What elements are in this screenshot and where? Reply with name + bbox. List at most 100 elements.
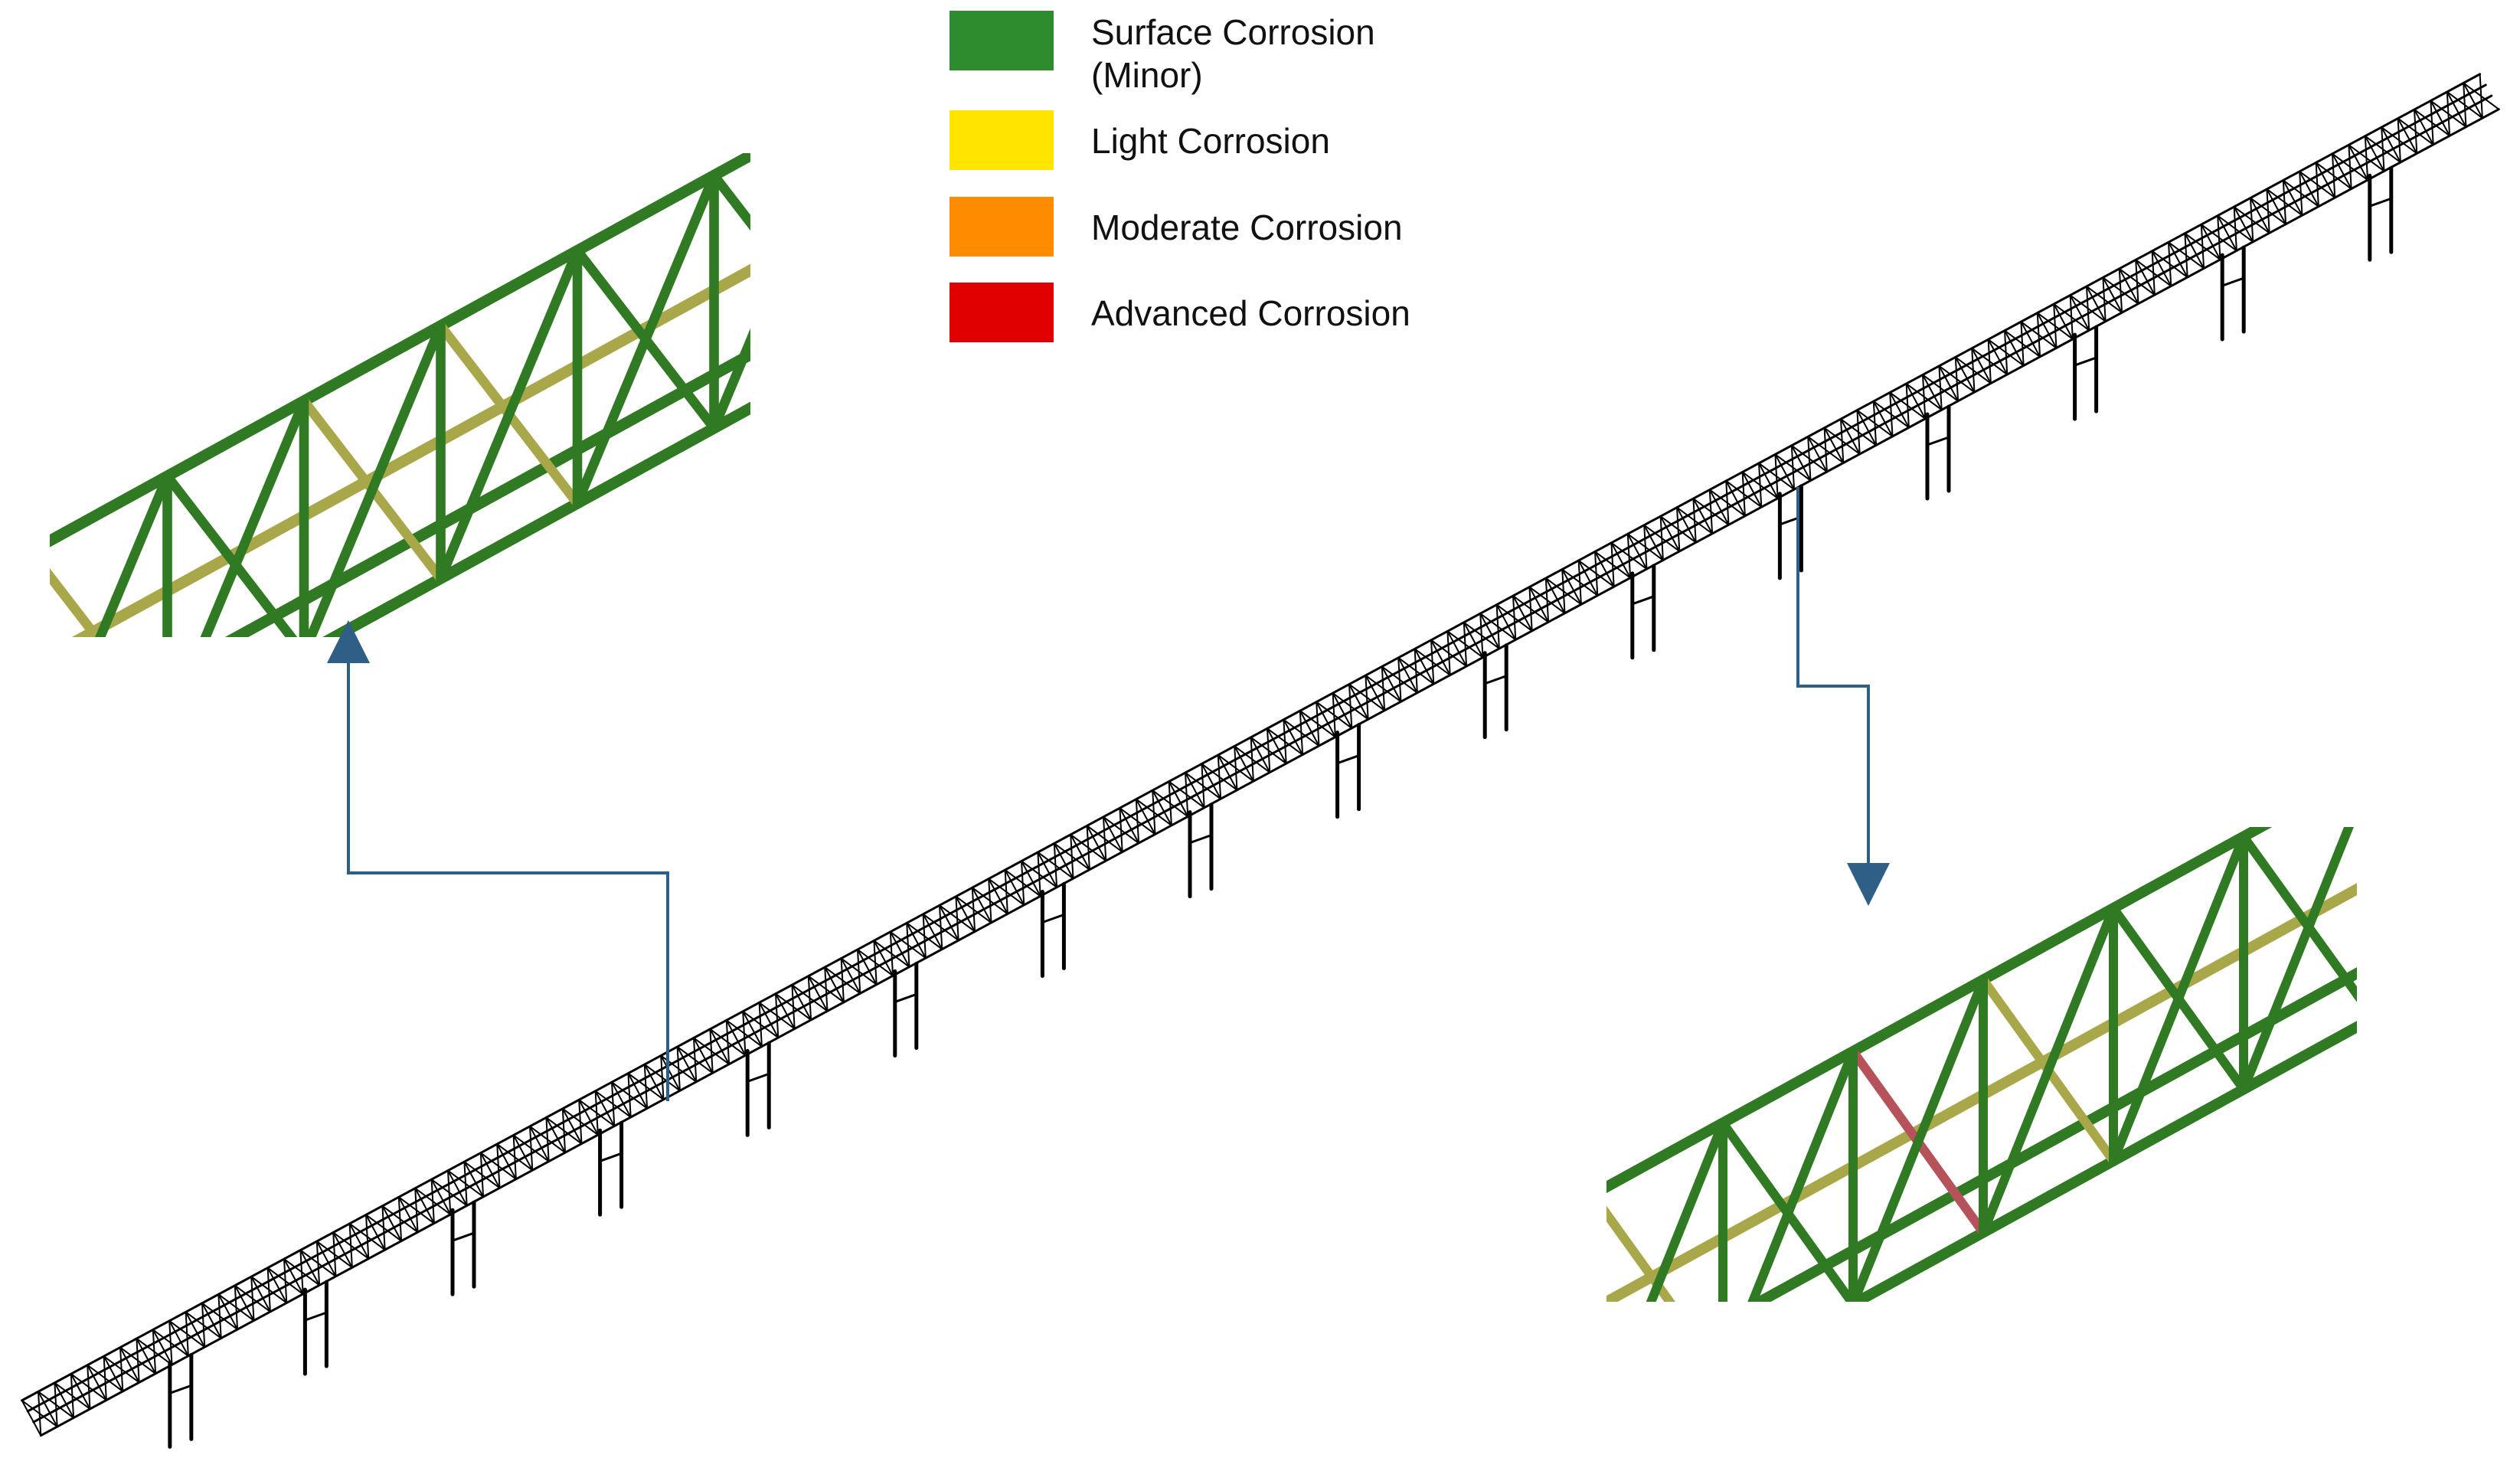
truss-vertical	[1741, 471, 1763, 508]
legend-swatch-moderate	[949, 197, 1054, 257]
truss-diagonal	[1332, 692, 1369, 721]
truss-vertical	[2446, 90, 2467, 128]
legend: Surface Corrosion (Minor) Light Corrosio…	[949, 11, 1531, 348]
truss-diagonal	[1381, 665, 1418, 694]
truss-vertical	[1234, 745, 1254, 783]
support-brace	[2368, 197, 2393, 208]
truss-diagonal	[381, 1205, 419, 1234]
truss-diagonal	[348, 1222, 386, 1251]
truss-diagonal	[545, 1116, 583, 1145]
truss-diagonal	[201, 1302, 239, 1331]
truss-vertical	[873, 940, 894, 977]
truss-vertical	[1397, 656, 1418, 694]
truss-vertical	[1676, 506, 1697, 544]
truss-diagonal	[103, 1355, 140, 1384]
truss-vertical	[1544, 577, 1566, 614]
truss-vertical	[578, 1099, 599, 1136]
support-brace	[1631, 595, 1655, 606]
truss-vertical	[939, 904, 959, 942]
legend-item-moderate: Moderate Corrosion	[949, 197, 1531, 266]
truss-diagonal	[561, 1107, 599, 1136]
callout-arrow-left	[327, 620, 669, 1101]
truss-diagonal	[1201, 763, 1238, 791]
truss-diagonal	[2200, 224, 2237, 252]
truss-diagonal	[857, 948, 894, 977]
truss-vertical	[1267, 727, 1287, 765]
detail-chord	[224, 348, 750, 637]
detail-diagonal	[2239, 827, 2354, 1094]
truss-vertical	[1185, 772, 1205, 809]
truss-vertical	[709, 1028, 731, 1065]
truss-vertical	[791, 984, 812, 1021]
truss-diagonal	[2282, 179, 2319, 208]
truss-diagonal	[152, 1329, 189, 1357]
detail-chord	[50, 153, 750, 548]
truss-vertical	[463, 1161, 485, 1198]
truss-diagonal	[725, 1019, 763, 1048]
detail-view-left	[50, 153, 750, 637]
truss-diagonal	[1086, 825, 1123, 853]
truss-diagonal	[2102, 276, 2139, 305]
detail-diagonal	[572, 170, 719, 508]
truss-diagonal	[1528, 586, 1566, 614]
support-brace	[1188, 834, 1213, 845]
truss-diagonal	[2168, 241, 2205, 270]
truss-diagonal	[1938, 364, 1976, 394]
truss-vertical	[283, 1258, 304, 1295]
truss-diagonal	[1446, 630, 1484, 659]
truss-diagonal	[1790, 444, 1828, 473]
truss-diagonal	[414, 1187, 452, 1215]
truss-diagonal	[1659, 515, 1697, 544]
truss-diagonal	[266, 1267, 304, 1295]
support-brace	[1041, 914, 1065, 924]
truss-vertical	[1086, 825, 1107, 862]
truss-vertical	[414, 1187, 435, 1224]
truss-diagonal	[1250, 736, 1287, 765]
support-brace	[1483, 675, 1508, 685]
support-brace	[303, 1311, 328, 1322]
truss-diagonal	[1741, 471, 1779, 499]
truss-vertical	[1905, 383, 1927, 420]
truss-diagonal	[1872, 400, 1910, 429]
truss-vertical	[1119, 807, 1140, 845]
detail-diagonal	[2504, 694, 2520, 875]
truss-diagonal	[1971, 347, 2008, 376]
truss-diagonal	[2184, 232, 2221, 260]
truss-diagonal	[742, 1010, 780, 1039]
detail-diagonal	[2374, 765, 2504, 946]
truss-diagonal	[463, 1161, 501, 1189]
truss-vertical	[742, 1010, 763, 1048]
truss-diagonal	[1512, 595, 1550, 623]
truss-vertical	[758, 1002, 780, 1039]
truss-diagonal	[807, 975, 845, 1003]
truss-vertical	[2020, 321, 2041, 358]
truss-vertical	[1971, 347, 1992, 384]
truss-vertical	[1840, 418, 1861, 455]
truss-vertical	[807, 975, 829, 1012]
truss-diagonal	[2430, 100, 2467, 128]
truss-vertical	[1790, 444, 1812, 482]
truss-vertical	[2364, 135, 2385, 172]
truss-diagonal	[496, 1143, 534, 1172]
truss-diagonal	[54, 1381, 91, 1411]
truss-vertical	[857, 948, 878, 986]
truss-vertical	[217, 1293, 239, 1331]
support-brace	[894, 992, 918, 1003]
legend-swatch-advanced	[949, 283, 1054, 342]
truss-diagonal	[2446, 90, 2483, 119]
truss-diagonal	[1119, 807, 1156, 835]
truss-vertical	[2069, 294, 2090, 332]
detail-chord	[1845, 1021, 2357, 1302]
truss-vertical	[643, 1064, 665, 1100]
truss-diagonal	[627, 1072, 665, 1100]
truss-vertical	[1954, 356, 1976, 394]
truss-vertical	[2299, 170, 2319, 208]
truss-diagonal	[578, 1099, 616, 1127]
truss-diagonal	[1185, 772, 1222, 800]
truss-diagonal	[1168, 780, 1205, 809]
legend-label-moderate: Moderate Corrosion	[1091, 208, 1403, 247]
truss-diagonal	[1544, 577, 1582, 606]
truss-vertical	[2184, 232, 2205, 270]
